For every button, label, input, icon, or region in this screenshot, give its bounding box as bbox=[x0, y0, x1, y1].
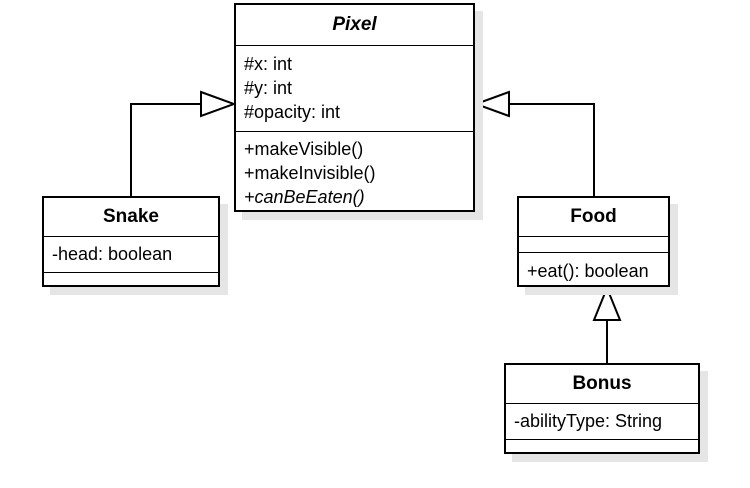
class-food: Food +eat(): boolean bbox=[517, 196, 670, 287]
class-pixel: Pixel #x: int #y: int #opacity: int +mak… bbox=[234, 3, 475, 212]
snake-to-pixel-arrowhead bbox=[200, 90, 237, 118]
attribute-x: #x: int bbox=[244, 54, 293, 74]
class-bonus-methods bbox=[506, 440, 698, 452]
snake-to-pixel-line bbox=[130, 103, 201, 196]
class-pixel-name: Pixel bbox=[236, 5, 473, 46]
attribute-y: #y: int bbox=[244, 78, 293, 98]
class-pixel-attributes: #x: int #y: int #opacity: int bbox=[236, 46, 473, 132]
class-snake-attributes: -head: boolean bbox=[44, 237, 218, 273]
class-food-attributes bbox=[519, 237, 668, 253]
method-can-be-eaten: +canBeEaten() bbox=[244, 187, 365, 207]
class-bonus: Bonus -abilityType: String bbox=[504, 363, 700, 454]
class-bonus-name: Bonus bbox=[506, 365, 698, 404]
bonus-to-food-arrowhead bbox=[592, 285, 622, 321]
food-to-pixel-line bbox=[509, 103, 595, 196]
attribute-opacity: #opacity: int bbox=[244, 102, 341, 122]
method-eat: +eat(): boolean bbox=[527, 261, 649, 281]
class-snake: Snake -head: boolean bbox=[42, 196, 220, 287]
method-make-visible: +makeVisible() bbox=[244, 139, 364, 159]
class-snake-methods bbox=[44, 273, 218, 285]
class-bonus-attributes: -abilityType: String bbox=[506, 404, 698, 440]
attribute-head: -head: boolean bbox=[52, 244, 173, 264]
attribute-ability-type: -abilityType: String bbox=[514, 411, 663, 431]
class-food-methods: +eat(): boolean bbox=[519, 253, 668, 285]
food-to-pixel-arrowhead bbox=[473, 90, 510, 118]
method-make-invisible: +makeInvisible() bbox=[244, 163, 376, 183]
class-food-name: Food bbox=[519, 198, 668, 237]
class-snake-name: Snake bbox=[44, 198, 218, 237]
class-pixel-methods: +makeVisible() +makeInvisible() +canBeEa… bbox=[236, 132, 473, 211]
